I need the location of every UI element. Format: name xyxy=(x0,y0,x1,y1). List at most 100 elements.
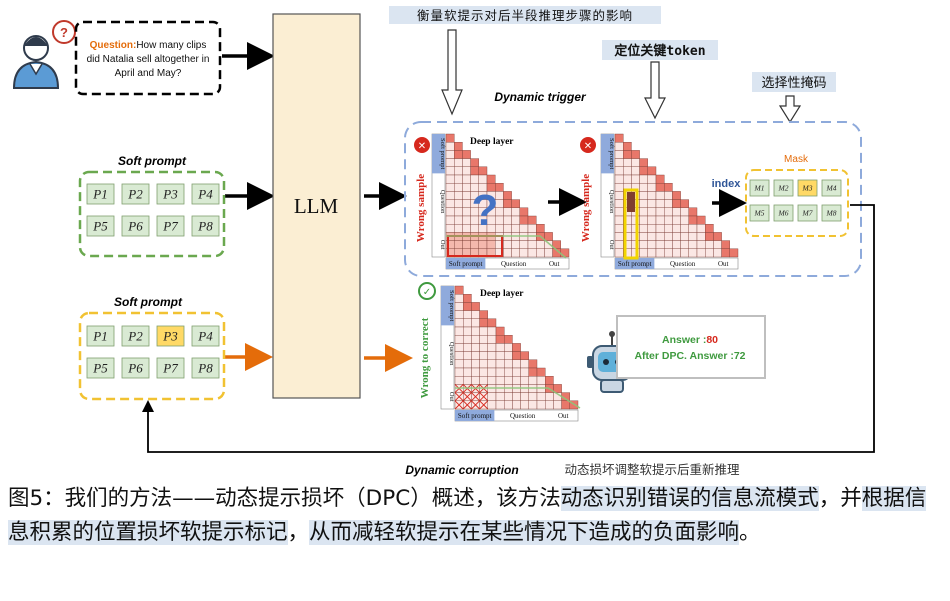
token-cell xyxy=(797,179,818,197)
matrix-cell-cross xyxy=(471,392,480,402)
token-label: M7 xyxy=(802,209,813,218)
token-label: M5 xyxy=(754,209,765,218)
down-arrow-mask xyxy=(778,95,802,124)
matrix-cell xyxy=(479,351,489,361)
matrix-cell xyxy=(454,182,463,192)
question-line-1: Question:How many clips xyxy=(90,40,207,51)
wrong-icon-2 xyxy=(580,137,596,153)
col-axis-label: Question xyxy=(510,412,536,420)
matrix-cell xyxy=(647,248,657,258)
matrix-cell xyxy=(623,174,632,184)
matrix-cell xyxy=(512,392,521,402)
feedback-loop-arrowhead xyxy=(142,400,154,412)
matrix-cell xyxy=(470,174,480,184)
wrong-sample-label: Wrong sample xyxy=(415,174,427,242)
matrix-cell xyxy=(614,182,624,192)
matrix-cell xyxy=(688,240,698,250)
question-label: Question xyxy=(90,40,133,51)
matrix-cell xyxy=(688,248,698,258)
matrix-cell xyxy=(454,351,464,361)
matrix-cell xyxy=(680,223,689,233)
token-label: P6 xyxy=(127,361,143,376)
matrix-cell xyxy=(487,392,497,402)
wrong-icon-1 xyxy=(414,137,430,153)
matrix-cell xyxy=(471,302,480,311)
matrix-cell xyxy=(511,215,521,225)
matrix-cell xyxy=(495,359,505,369)
matrix-cell xyxy=(672,191,681,200)
matrix-cell xyxy=(504,343,513,352)
row-axis-softprompt xyxy=(432,134,445,174)
matrix-cell xyxy=(647,240,657,250)
token-cell xyxy=(121,215,150,237)
matrix-cell xyxy=(560,248,570,258)
token-cell xyxy=(749,179,770,197)
matrix-cell xyxy=(639,166,648,176)
dynamic-trigger-label: Dynamic trigger xyxy=(494,90,587,104)
matrix-cell xyxy=(688,215,698,225)
matrix-cell xyxy=(487,343,497,352)
matrix-cell xyxy=(647,215,657,225)
feedback-loop-line xyxy=(147,204,875,453)
matrix-cell xyxy=(672,240,681,250)
matrix-cell xyxy=(511,223,521,233)
matrix-cell xyxy=(503,207,512,217)
matrix-cell xyxy=(639,199,648,209)
matrix-cell xyxy=(680,248,689,258)
matrix-cell xyxy=(463,318,472,328)
row-axis-label: Question xyxy=(448,342,455,366)
matrix-cell xyxy=(503,191,512,200)
matrix-cell xyxy=(614,141,624,151)
token-label: P2 xyxy=(127,187,143,202)
matrix-cell xyxy=(520,392,529,402)
user-icon xyxy=(12,35,60,89)
row-axis-softprompt xyxy=(441,286,454,326)
matrix-cell xyxy=(639,232,648,241)
figure-caption: 图5：我们的方法——动态提示损坏（DPC）概述，该方法动态识别错误的信息流模式，… xyxy=(8,482,944,550)
matrix-cell xyxy=(454,240,463,250)
matrix-cell xyxy=(454,166,463,176)
matrix-cell xyxy=(688,207,698,217)
row-axis-label: Out xyxy=(439,240,446,250)
row-axis-label: Question xyxy=(439,190,446,214)
col-axis-label: Out xyxy=(718,260,729,268)
info-flow-highlight-3 xyxy=(455,387,581,409)
matrix-cell xyxy=(463,367,472,377)
matrix-cell xyxy=(512,400,521,410)
token-label: P3 xyxy=(162,187,178,202)
matrix-cell xyxy=(445,141,455,151)
matrix-cell xyxy=(527,215,537,225)
matrix-cell xyxy=(545,376,554,385)
token-cell xyxy=(121,183,150,205)
question-line-2: did Natalia sell altogether in xyxy=(87,54,210,65)
col-axis-label: Soft prompt xyxy=(449,260,483,268)
llm-label: LLM xyxy=(294,194,339,218)
matrix-cell xyxy=(614,166,624,176)
matrix-cell xyxy=(478,166,488,176)
caption-part-3: ，并 xyxy=(818,486,862,511)
matrix-cell xyxy=(486,174,496,184)
matrix-cell xyxy=(512,359,521,369)
mask-title: Mask xyxy=(784,154,809,165)
token-label: P4 xyxy=(197,329,213,344)
matrix-cell xyxy=(471,367,480,377)
row-axis-label: Soft prompt xyxy=(448,290,455,321)
matrix-cell xyxy=(462,166,471,176)
matrix-cell xyxy=(672,248,681,258)
matrix-cell xyxy=(445,207,455,217)
caption-part-6: 从而减轻软提示在某些情况下造成的负面影响 xyxy=(309,520,740,545)
question-colon: : xyxy=(133,40,136,51)
matrix-cell xyxy=(527,223,537,233)
matrix-cell xyxy=(445,199,455,209)
token-label: P8 xyxy=(197,219,213,234)
matrix-cell xyxy=(713,248,722,258)
matrix-cell xyxy=(471,376,480,385)
matrix-cell xyxy=(487,376,497,385)
matrix-cell xyxy=(544,248,553,258)
answer-line: Answer :80 xyxy=(662,334,718,346)
matrix-cell xyxy=(519,207,529,217)
col-axis-label: Soft prompt xyxy=(458,412,492,420)
